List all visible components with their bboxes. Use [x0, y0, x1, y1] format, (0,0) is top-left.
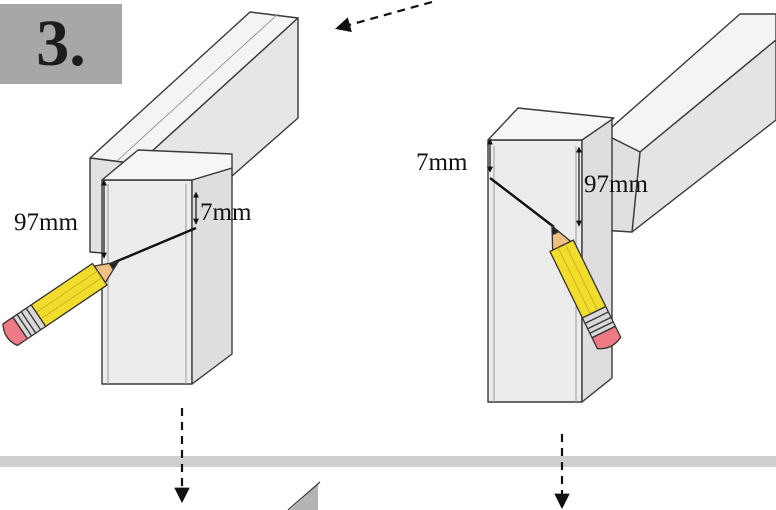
left-mark-line — [107, 226, 197, 267]
right-assembly — [487, 13, 776, 403]
right-post-top — [487, 107, 615, 141]
right-post-side — [581, 117, 613, 403]
right-short-measure-label: 7mm — [416, 149, 468, 176]
divider-band — [0, 456, 776, 467]
left-post-front — [101, 179, 193, 385]
step-number: 3. — [36, 7, 86, 80]
step-badge: 3. — [0, 4, 122, 84]
right-mark-line — [489, 177, 555, 228]
right-long-measure-label: 97mm — [584, 171, 648, 198]
left-short-measure-label: 7mm — [200, 199, 252, 226]
left-assembly — [89, 11, 299, 385]
pencil-icon — [549, 225, 622, 350]
pencil-icon — [2, 261, 119, 347]
arrow-dashed-icon — [335, 0, 433, 33]
left-long-measure-label: 97mm — [14, 209, 78, 236]
left-post-top — [101, 149, 233, 181]
